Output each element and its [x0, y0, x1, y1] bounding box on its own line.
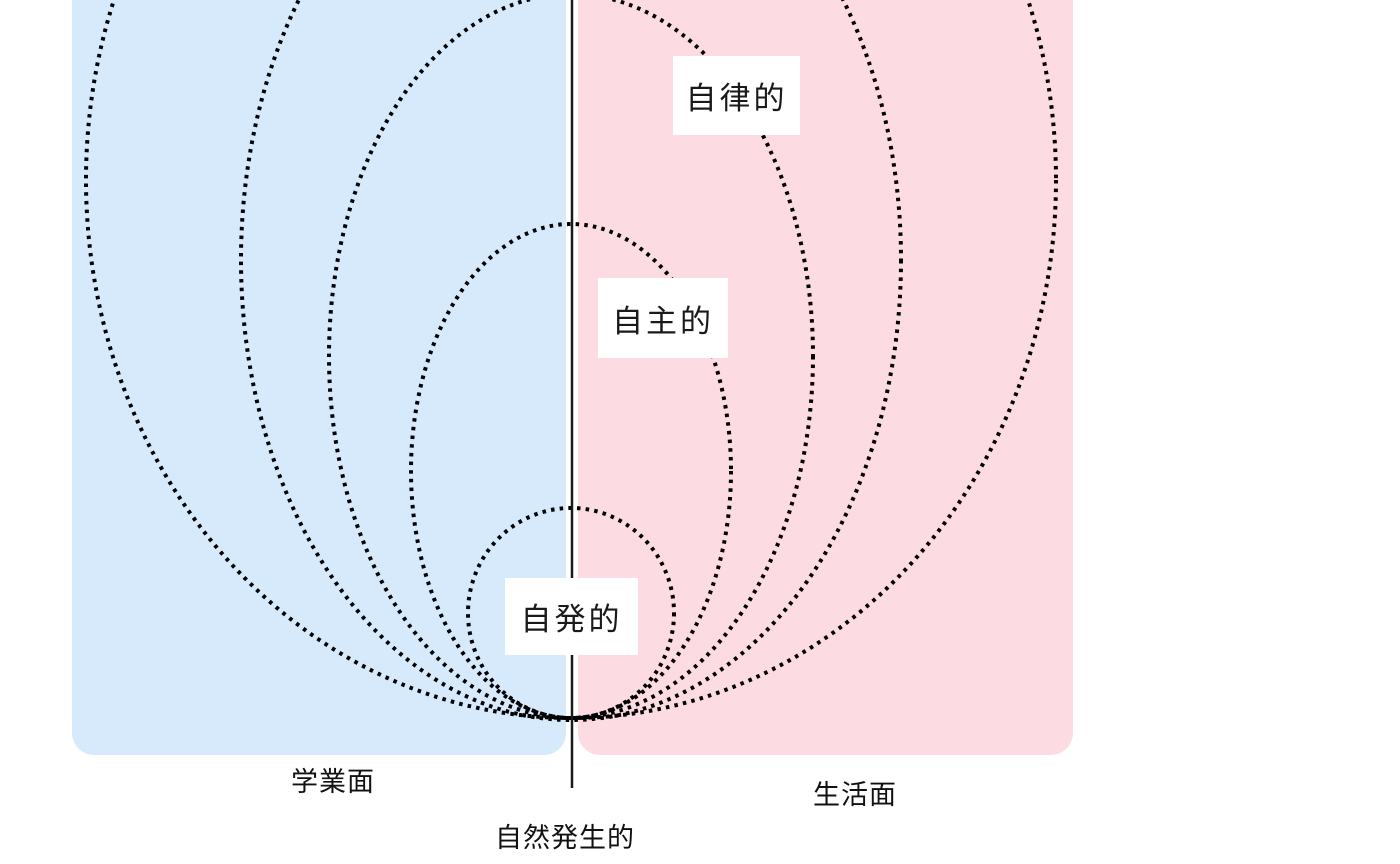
region-academic-background [72, 0, 566, 755]
region-life-background [578, 0, 1073, 755]
level-label-autonomous: 自律的 [673, 56, 800, 135]
region-label-life: 生活面 [813, 780, 897, 810]
level-label-spontaneous: 自発的 [505, 578, 638, 655]
origin-label: 自然発生的 [495, 823, 635, 853]
region-label-academic: 学業面 [291, 767, 375, 797]
ellipse-outer [239, 0, 903, 722]
level-label-independent: 自主的 [598, 278, 728, 358]
